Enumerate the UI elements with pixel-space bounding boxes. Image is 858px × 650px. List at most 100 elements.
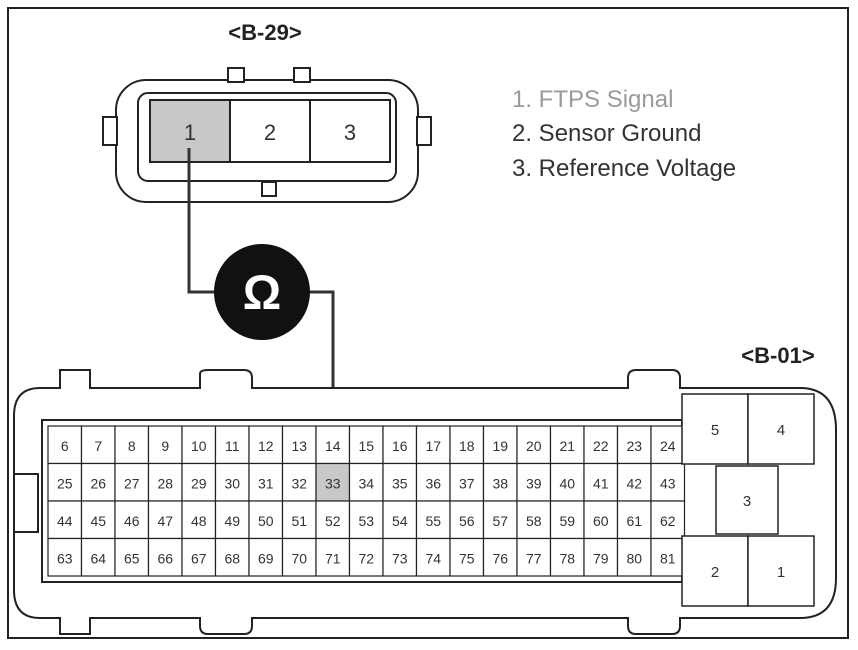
connector-bottom-pin-label: 62 <box>660 513 676 529</box>
connector-bottom-pin-label: 64 <box>90 550 106 566</box>
connector-bottom-pin-label: 57 <box>492 513 508 529</box>
connector-bottom-pin-cell <box>281 537 317 577</box>
connector-bottom-pin-label: 81 <box>660 550 676 566</box>
connector-bottom-pin-label: 78 <box>559 550 575 566</box>
connector-bottom-pin-label: 79 <box>593 550 609 566</box>
connector-bottom-label: <B-01> <box>741 343 814 368</box>
connector-bottom-side-pin-cell <box>681 393 749 465</box>
connector-bottom-side-pin-label: 3 <box>743 493 751 510</box>
connector-bottom-pin-label: 51 <box>291 513 307 529</box>
connector-top-tab-right <box>416 116 432 146</box>
connector-bottom-pin-cell <box>47 425 83 465</box>
connector-bottom-pin-label: 30 <box>224 475 240 491</box>
connector-bottom-pin-cell <box>315 462 351 502</box>
ohm-symbol: Ω <box>243 267 281 320</box>
connector-bottom-pin-cell <box>449 462 485 502</box>
connector-bottom-pin-label: 59 <box>559 513 575 529</box>
connector-bottom-pin-label: 37 <box>459 475 475 491</box>
connector-bottom-pin-cell <box>650 537 686 577</box>
connector-top-pin-label: 3 <box>344 120 356 145</box>
connector-bottom-side-key <box>13 473 39 533</box>
connector-top-latch-left <box>227 67 245 83</box>
connector-bottom-side-pin-label: 4 <box>777 422 785 439</box>
connector-bottom-pin-label: 76 <box>492 550 508 566</box>
connector-bottom-pin-label: 67 <box>191 550 207 566</box>
connector-bottom-pin-label: 24 <box>660 438 676 454</box>
connector-bottom-pin-label: 63 <box>57 550 73 566</box>
connector-bottom-pin-label: 65 <box>124 550 140 566</box>
connector-bottom-pin-label: 68 <box>224 550 240 566</box>
connector-bottom-pin-cell <box>114 500 150 540</box>
connector-bottom-pin-cell <box>449 537 485 577</box>
connector-bottom-pin-cell <box>114 462 150 502</box>
connector-bottom-pin-cell <box>114 537 150 577</box>
connector-bottom-pin-label: 35 <box>392 475 408 491</box>
connector-bottom-pin-cell <box>248 425 284 465</box>
connector-bottom-pin-label: 16 <box>392 438 408 454</box>
connector-bottom-pin-label: 23 <box>626 438 642 454</box>
connector-bottom-side-pin-cell <box>747 535 815 607</box>
connector-bottom-pin-cell <box>80 537 116 577</box>
connector-bottom-pin-cell <box>315 500 351 540</box>
connector-bottom-pin-label: 72 <box>358 550 374 566</box>
connector-bottom-pin-label: 8 <box>128 438 136 454</box>
connector-bottom-pin-label: 12 <box>258 438 274 454</box>
connector-bottom-pin-label: 53 <box>358 513 374 529</box>
ohmmeter-icon <box>214 244 310 340</box>
connector-bottom-pin-label: 32 <box>291 475 307 491</box>
connector-bottom-pin-cell <box>348 537 384 577</box>
connector-bottom-pin-label: 17 <box>425 438 441 454</box>
connector-bottom-pin-label: 15 <box>358 438 374 454</box>
connector-bottom-pin-label: 33 <box>325 475 341 491</box>
connector-bottom-pin-label: 66 <box>157 550 173 566</box>
connector-bottom-pin-label: 29 <box>191 475 207 491</box>
connector-bottom-pin-label: 34 <box>358 475 374 491</box>
connector-bottom-pin-cell <box>549 500 585 540</box>
legend-item: 3. Reference Voltage <box>512 155 736 182</box>
connector-bottom-pin-label: 50 <box>258 513 274 529</box>
connector-bottom-pin-cell <box>181 425 217 465</box>
connector-bottom-pin-cell <box>147 462 183 502</box>
connector-bottom-pin-cell <box>516 425 552 465</box>
connector-bottom-pin-label: 58 <box>526 513 542 529</box>
connector-bottom-pin-cell <box>650 500 686 540</box>
connector-bottom-pin-label: 28 <box>157 475 173 491</box>
connector-bottom-pin-label: 11 <box>225 438 240 454</box>
connector-bottom-pin-cell <box>549 425 585 465</box>
connector-bottom-pin-label: 10 <box>191 438 207 454</box>
connector-bottom-pin-label: 19 <box>492 438 508 454</box>
connector-bottom-pin-cell <box>147 537 183 577</box>
connector-top-latch-right <box>293 67 311 83</box>
connector-bottom-pin-label: 77 <box>526 550 542 566</box>
connector-bottom-pin-label: 49 <box>224 513 240 529</box>
connector-bottom-pin-label: 74 <box>425 550 441 566</box>
connector-bottom-pin-cell <box>181 500 217 540</box>
connector-bottom-pin-cell <box>482 537 518 577</box>
connector-bottom-pin-label: 47 <box>157 513 173 529</box>
connector-bottom-pin-label: 6 <box>61 438 69 454</box>
connector-bottom-pin-label: 70 <box>291 550 307 566</box>
connector-top-label: <B-29> <box>228 20 301 45</box>
connector-bottom-pin-label: 27 <box>124 475 140 491</box>
connector-bottom-pin-cell <box>583 462 619 502</box>
connector-bottom-pin-label: 42 <box>626 475 642 491</box>
connector-bottom-pin-cell <box>449 425 485 465</box>
connector-bottom-pin-label: 9 <box>161 438 169 454</box>
connector-bottom-pin-label: 21 <box>559 438 575 454</box>
connector-bottom-pin-cell <box>549 462 585 502</box>
connector-top-pin-cell <box>309 99 391 163</box>
connector-bottom-pin-label: 40 <box>559 475 575 491</box>
connector-bottom-pin-label: 26 <box>90 475 106 491</box>
connector-bottom-pin-label: 18 <box>459 438 475 454</box>
connector-bottom-pin-label: 69 <box>258 550 274 566</box>
connector-bottom-pin-label: 61 <box>626 513 642 529</box>
connector-bottom-pin-cell <box>181 537 217 577</box>
connector-bottom-pin-label: 20 <box>526 438 542 454</box>
connector-bottom-pin-cell <box>214 537 250 577</box>
connector-bottom-pin-cell <box>516 537 552 577</box>
connector-bottom-pin-label: 22 <box>593 438 609 454</box>
